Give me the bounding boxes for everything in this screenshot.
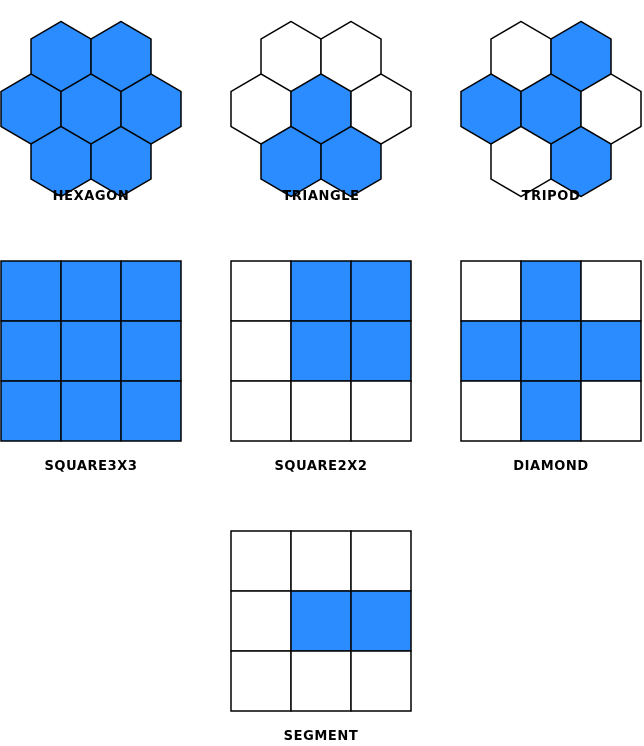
square-cell-empty	[290, 530, 352, 592]
square-cell-empty	[350, 380, 412, 442]
pattern-triangle	[230, 20, 412, 198]
square-cell-filled	[120, 260, 182, 322]
square-cell-filled	[520, 260, 582, 322]
label-hexagon: HEXAGON	[53, 189, 130, 204]
square-cell-filled	[350, 320, 412, 382]
square-cell-empty	[230, 650, 292, 712]
square-cell-filled	[350, 260, 412, 322]
square-cell-empty	[580, 380, 642, 442]
label-diamond: DIAMOND	[513, 459, 589, 474]
square-cell-filled	[60, 260, 122, 322]
square-cell-filled	[0, 320, 62, 382]
label-triangle: TRIANGLE	[282, 189, 359, 204]
square-cell-empty	[350, 650, 412, 712]
hex-cell-filled	[90, 125, 152, 198]
square-cell-filled	[350, 590, 412, 652]
square-cell-filled	[60, 380, 122, 442]
square-cell-filled	[460, 320, 522, 382]
label-square2x2: SQUARE2X2	[274, 459, 367, 474]
pattern-segment	[230, 530, 412, 712]
pattern-hexagon	[0, 20, 182, 198]
label-segment: SEGMENT	[284, 729, 359, 744]
square-cell-empty	[460, 380, 522, 442]
square-cell-empty	[290, 650, 352, 712]
square-cell-filled	[120, 380, 182, 442]
pattern-square2x2	[230, 260, 412, 442]
square-cell-empty	[230, 380, 292, 442]
square-cell-filled	[290, 590, 352, 652]
square-cell-empty	[290, 380, 352, 442]
square-cell-empty	[460, 260, 522, 322]
square-cell-filled	[520, 320, 582, 382]
square-cell-empty	[580, 260, 642, 322]
square-cell-empty	[230, 320, 292, 382]
square-cell-empty	[230, 590, 292, 652]
label-square3x3: SQUARE3X3	[44, 459, 137, 474]
hex-cell-filled	[320, 125, 382, 198]
square-cell-filled	[60, 320, 122, 382]
square-cell-filled	[120, 320, 182, 382]
square-cell-filled	[290, 260, 352, 322]
square-cell-filled	[0, 380, 62, 442]
square-cell-empty	[350, 530, 412, 592]
label-tripod: TRIPOD	[522, 189, 581, 204]
pattern-diamond	[460, 260, 642, 442]
square-cell-filled	[520, 380, 582, 442]
pattern-tripod	[460, 20, 642, 198]
pattern-square3x3	[0, 260, 182, 442]
square-cell-filled	[0, 260, 62, 322]
hex-cell-filled	[550, 125, 612, 198]
square-cell-empty	[230, 530, 292, 592]
square-cell-empty	[230, 260, 292, 322]
square-cell-filled	[580, 320, 642, 382]
square-cell-filled	[290, 320, 352, 382]
